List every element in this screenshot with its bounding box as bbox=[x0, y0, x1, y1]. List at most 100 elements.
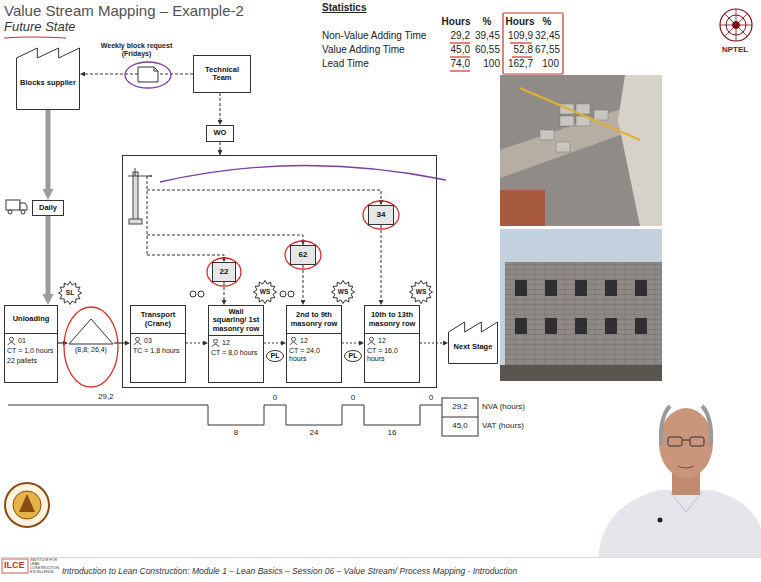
burst-label: WS bbox=[338, 288, 348, 295]
process-name: Unloading bbox=[13, 315, 50, 323]
operator-icon bbox=[133, 337, 142, 345]
operator-icon bbox=[368, 342, 375, 345]
go-see-icon bbox=[198, 291, 204, 297]
delivery-frequency: Daily bbox=[39, 204, 57, 212]
hand-annotation bbox=[125, 62, 171, 88]
presenter bbox=[598, 490, 761, 560]
go-see-icon bbox=[280, 291, 286, 297]
nptel-logo bbox=[720, 9, 752, 41]
customer-factory-outline bbox=[448, 318, 498, 364]
material-flow bbox=[46, 216, 51, 294]
customer-factory-outline bbox=[449, 322, 498, 364]
customer-name: Next Stage bbox=[454, 343, 493, 351]
site-photo bbox=[556, 142, 570, 152]
kaizen-burst: WS bbox=[409, 280, 433, 304]
supplier-factory-outline bbox=[16, 44, 80, 110]
building-photo bbox=[515, 318, 527, 334]
timeline bbox=[8, 398, 478, 436]
supplier-factory-outline bbox=[17, 48, 80, 110]
hand-annotation bbox=[4, 13, 563, 74]
timeline-value: 0 bbox=[421, 393, 441, 402]
column-header: % bbox=[535, 16, 559, 28]
operator-icon bbox=[292, 337, 296, 341]
table-cell: 109,9 bbox=[505, 30, 533, 42]
timeline bbox=[442, 417, 478, 418]
nptel-logo bbox=[733, 22, 740, 29]
kanban-signal-line bbox=[147, 235, 303, 245]
hand-annotation bbox=[207, 258, 241, 286]
process-name: 2nd to 9th masonry row bbox=[289, 311, 339, 328]
process-data: CT = 24,0 hours bbox=[289, 347, 339, 363]
slide-title: Value Stream Mapping – Example-2 bbox=[4, 2, 244, 19]
timeline-value: 16 bbox=[382, 428, 402, 437]
timeline-value: 8 bbox=[226, 428, 246, 437]
hand-annotation bbox=[285, 241, 321, 269]
presenter bbox=[598, 406, 761, 560]
kanban-signal-line bbox=[220, 142, 221, 155]
flow-arrow bbox=[264, 343, 281, 344]
operator-icon bbox=[10, 337, 14, 341]
burst-label: SL bbox=[66, 289, 74, 296]
customer-factory: Next Stage bbox=[448, 318, 498, 364]
nptel-logo bbox=[720, 9, 752, 41]
table-cell: 100 bbox=[535, 58, 559, 70]
process-data: CT = 16,0 hours bbox=[367, 347, 417, 363]
table-cell: 162,7 bbox=[505, 58, 533, 70]
process-name: 10th to 13th masonry row bbox=[367, 311, 417, 328]
process-name: Wall squaring/ 1st masonry row bbox=[211, 308, 261, 333]
presenter bbox=[668, 437, 682, 446]
pull-oval: PL bbox=[344, 350, 362, 362]
iit-madras-logo bbox=[13, 491, 41, 519]
box-title: Technical Team bbox=[197, 66, 247, 83]
supplier-name: Blocks supplier bbox=[20, 79, 76, 87]
document-icon bbox=[138, 67, 158, 82]
truck-icon bbox=[20, 203, 27, 210]
building-photo bbox=[505, 262, 662, 381]
process-data: CT = 8,0 hours bbox=[211, 349, 257, 357]
timeline-legend: NVA (hours) bbox=[482, 402, 525, 411]
pull-oval-outline bbox=[345, 351, 362, 362]
operator-icon bbox=[214, 339, 218, 343]
logo-text: NPTEL bbox=[722, 45, 748, 54]
iit-madras-logo bbox=[5, 483, 49, 527]
kaizen-burst: WS bbox=[253, 280, 277, 304]
presenter bbox=[670, 492, 702, 512]
timeline-value: 0 bbox=[265, 393, 285, 402]
information-flow bbox=[220, 93, 221, 120]
building-photo bbox=[605, 318, 617, 334]
hand-annotation bbox=[4, 37, 66, 38]
footer-bar bbox=[0, 557, 761, 582]
presenter bbox=[658, 518, 663, 523]
building-photo bbox=[545, 318, 557, 334]
burst-label: WS bbox=[260, 288, 270, 295]
footer-bar bbox=[0, 557, 761, 558]
crane-icon bbox=[128, 168, 152, 224]
operator-icon bbox=[8, 342, 15, 345]
process-frame bbox=[123, 156, 437, 388]
information-flow bbox=[381, 225, 382, 300]
process-data: 22 pallets bbox=[7, 357, 37, 365]
kanban-card: 34 bbox=[368, 205, 394, 225]
footer-bar bbox=[0, 557, 761, 582]
site-photo bbox=[540, 130, 554, 140]
truck-icon bbox=[8, 210, 12, 214]
kaizen-burst-outline bbox=[332, 281, 355, 304]
kanban-card: 22 bbox=[212, 262, 236, 282]
site-photo bbox=[500, 75, 662, 226]
go-see-icon bbox=[190, 291, 294, 297]
hand-annotation bbox=[450, 56, 470, 57]
truck-icon bbox=[6, 200, 20, 210]
table-cell: 67,55 bbox=[535, 44, 559, 56]
timeline-value: 24 bbox=[304, 428, 324, 437]
operator-count: 01 bbox=[18, 337, 26, 345]
timeline-total: 45,0 bbox=[442, 421, 478, 430]
hand-annotation bbox=[64, 307, 118, 387]
table-cell: 52,8 bbox=[505, 44, 533, 56]
timeline-value: 0 bbox=[343, 393, 363, 402]
hand-annotation bbox=[510, 42, 532, 43]
presenter bbox=[690, 437, 704, 446]
building-photo bbox=[515, 280, 527, 296]
control-box: Technical Team bbox=[193, 55, 251, 93]
